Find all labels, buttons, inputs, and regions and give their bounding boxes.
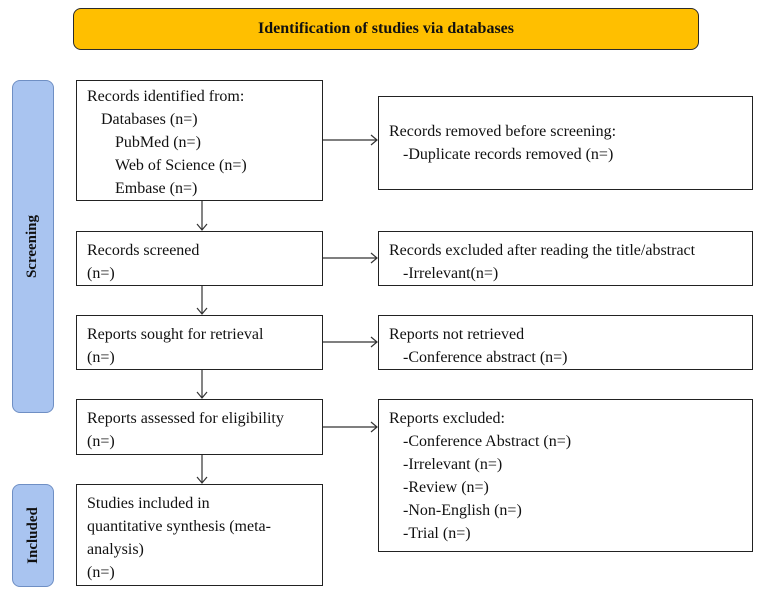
records-identified-box: Records identified from: Databases (n=) … bbox=[76, 80, 323, 201]
databases-line: Databases (n=) bbox=[101, 111, 198, 128]
identification-header: Identification of studies via databases bbox=[73, 8, 699, 50]
excluded-item: -Irrelevant (n=) bbox=[403, 456, 503, 473]
arrowhead-not-retrieved bbox=[370, 336, 378, 348]
arrowhead-records-excluded bbox=[370, 252, 378, 264]
arrowhead-removed bbox=[370, 134, 378, 146]
records-excluded-title: Records excluded after reading the title… bbox=[389, 242, 696, 259]
studies-included-box: Studies included in quantitative synthes… bbox=[76, 484, 323, 586]
reports-sought-box: Reports sought for retrieval (n=) bbox=[76, 315, 323, 370]
records-excluded-box: Records excluded after reading the title… bbox=[378, 231, 753, 286]
excluded-item: -Trial (n=) bbox=[403, 525, 471, 542]
reports-excluded-box: Reports excluded: -Conference Abstract (… bbox=[378, 399, 753, 552]
studies-included-line2: quantitative synthesis (meta- bbox=[87, 518, 271, 535]
studies-included-line3: analysis) bbox=[87, 541, 144, 558]
reports-sought-title: Reports sought for retrieval bbox=[87, 326, 264, 343]
reports-assessed-box: Reports assessed for eligibility (n=) bbox=[76, 399, 323, 455]
pubmed-line: PubMed (n=) bbox=[115, 134, 201, 151]
records-screened-n: (n=) bbox=[87, 265, 115, 282]
records-removed-box: Records removed before screening: -Dupli… bbox=[378, 96, 753, 190]
excluded-item: -Non-English (n=) bbox=[403, 502, 522, 519]
phase-screening-label: Screening bbox=[12, 80, 54, 413]
arrowhead-screened bbox=[196, 223, 208, 231]
phase-included-label: Included bbox=[12, 484, 54, 587]
web-of-science-line: Web of Science (n=) bbox=[115, 157, 247, 174]
excluded-item: -Review (n=) bbox=[403, 479, 489, 496]
excluded-item: -Conference Abstract (n=) bbox=[403, 433, 572, 450]
reports-sought-n: (n=) bbox=[87, 349, 115, 366]
reports-excluded-title: Reports excluded: bbox=[389, 410, 505, 427]
records-identified-title: Records identified from: bbox=[87, 88, 245, 105]
duplicates-removed-line: -Duplicate records removed (n=) bbox=[403, 146, 614, 163]
records-screened-box: Records screened (n=) bbox=[76, 231, 323, 286]
arrowhead-included bbox=[196, 476, 208, 484]
arrowhead-sought bbox=[196, 307, 208, 315]
records-screened-title: Records screened bbox=[87, 242, 200, 259]
embase-line: Embase (n=) bbox=[115, 180, 198, 197]
studies-included-n: (n=) bbox=[87, 564, 115, 581]
reports-assessed-n: (n=) bbox=[87, 433, 115, 450]
records-excluded-irrelevant: -Irrelevant(n=) bbox=[403, 265, 499, 282]
reports-assessed-title: Reports assessed for eligibility bbox=[87, 410, 284, 427]
reports-not-retrieved-box: Reports not retrieved -Conference abstra… bbox=[378, 315, 753, 370]
reports-not-retrieved-conference: -Conference abstract (n=) bbox=[403, 349, 568, 366]
arrowhead-assessed bbox=[196, 391, 208, 399]
studies-included-line1: Studies included in bbox=[87, 495, 210, 512]
reports-not-retrieved-title: Reports not retrieved bbox=[389, 326, 525, 343]
records-removed-title: Records removed before screening: bbox=[389, 123, 617, 140]
arrowhead-reports-excluded bbox=[370, 421, 378, 433]
